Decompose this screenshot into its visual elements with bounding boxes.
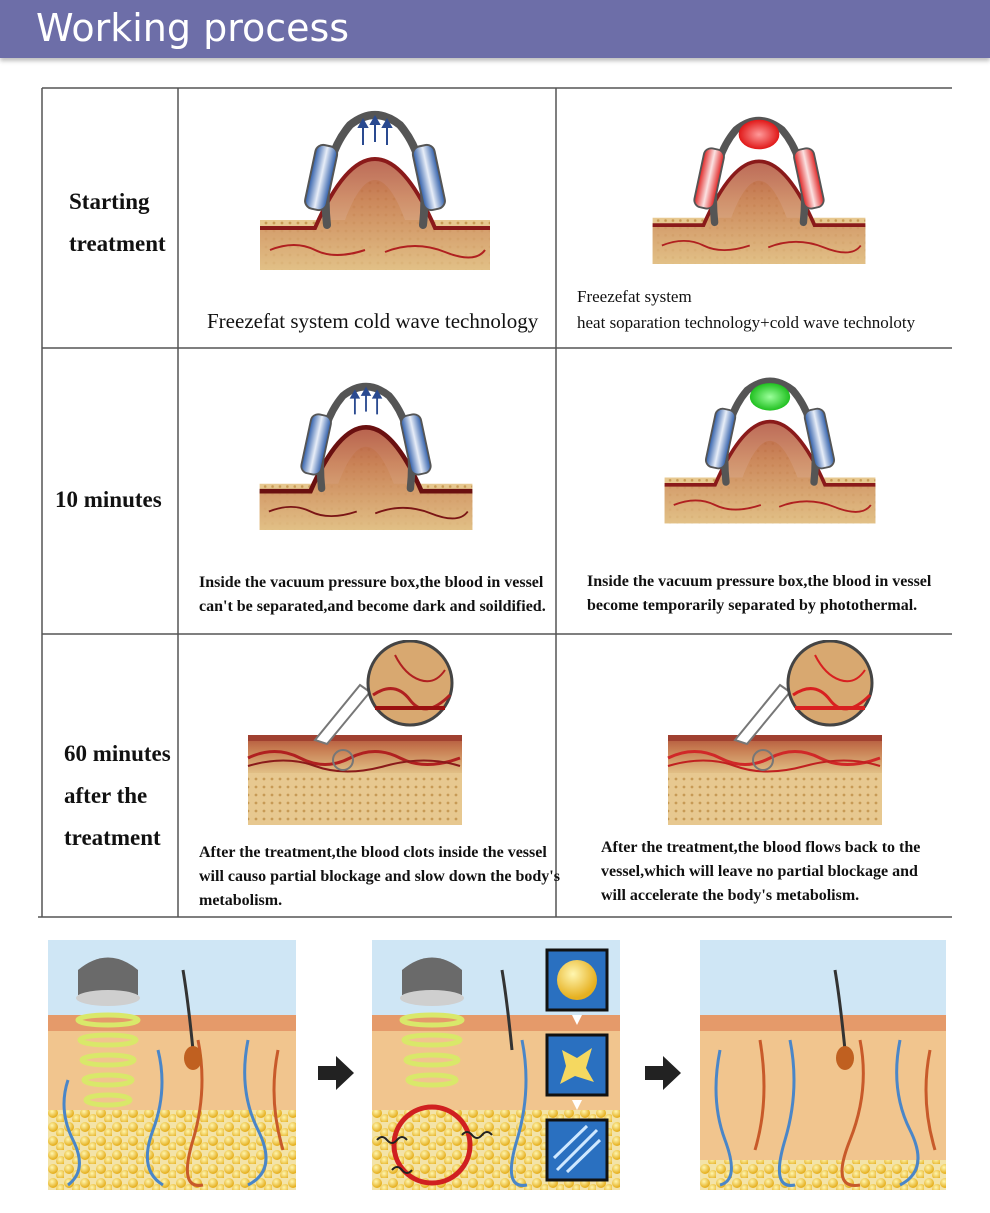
arrow-right-icon — [645, 1056, 681, 1090]
caption-10min-left: Inside the vacuum pressure box,the blood… — [199, 574, 546, 615]
skin-panel-fat-crystallization — [372, 940, 620, 1190]
caption-heat-separation: Freezefat system heat soparation technol… — [577, 287, 916, 332]
page-title: Working process — [36, 6, 350, 50]
light-cup-10min-illustration — [664, 377, 876, 524]
blocked-vessel-illustration — [247, 640, 462, 825]
skin-panel-treatment — [48, 940, 296, 1190]
cold-cup-10min-illustration — [259, 382, 473, 530]
row-label-60-minutes: 60 minutes after the treatment — [64, 741, 171, 850]
caption-cold-wave: Freezefat system cold wave technology — [207, 309, 539, 333]
caption-60min-right: After the treatment,the blood flows back… — [601, 839, 921, 904]
row-label-starting: Starting treatment — [69, 189, 166, 256]
arrow-right-icon — [318, 1056, 354, 1090]
skin-panel-result — [700, 940, 946, 1190]
flowing-vessel-illustration — [667, 640, 882, 825]
heat-cup-illustration — [652, 116, 866, 264]
caption-60min-left: After the treatment,the blood clots insi… — [199, 844, 560, 909]
table-grid — [38, 87, 952, 918]
caption-10min-right: Inside the vacuum pressure box,the blood… — [587, 573, 932, 614]
header-banner: Working process — [0, 0, 990, 58]
cold-cup-illustration — [260, 111, 490, 270]
row-label-10-minutes: 10 minutes — [55, 487, 162, 512]
